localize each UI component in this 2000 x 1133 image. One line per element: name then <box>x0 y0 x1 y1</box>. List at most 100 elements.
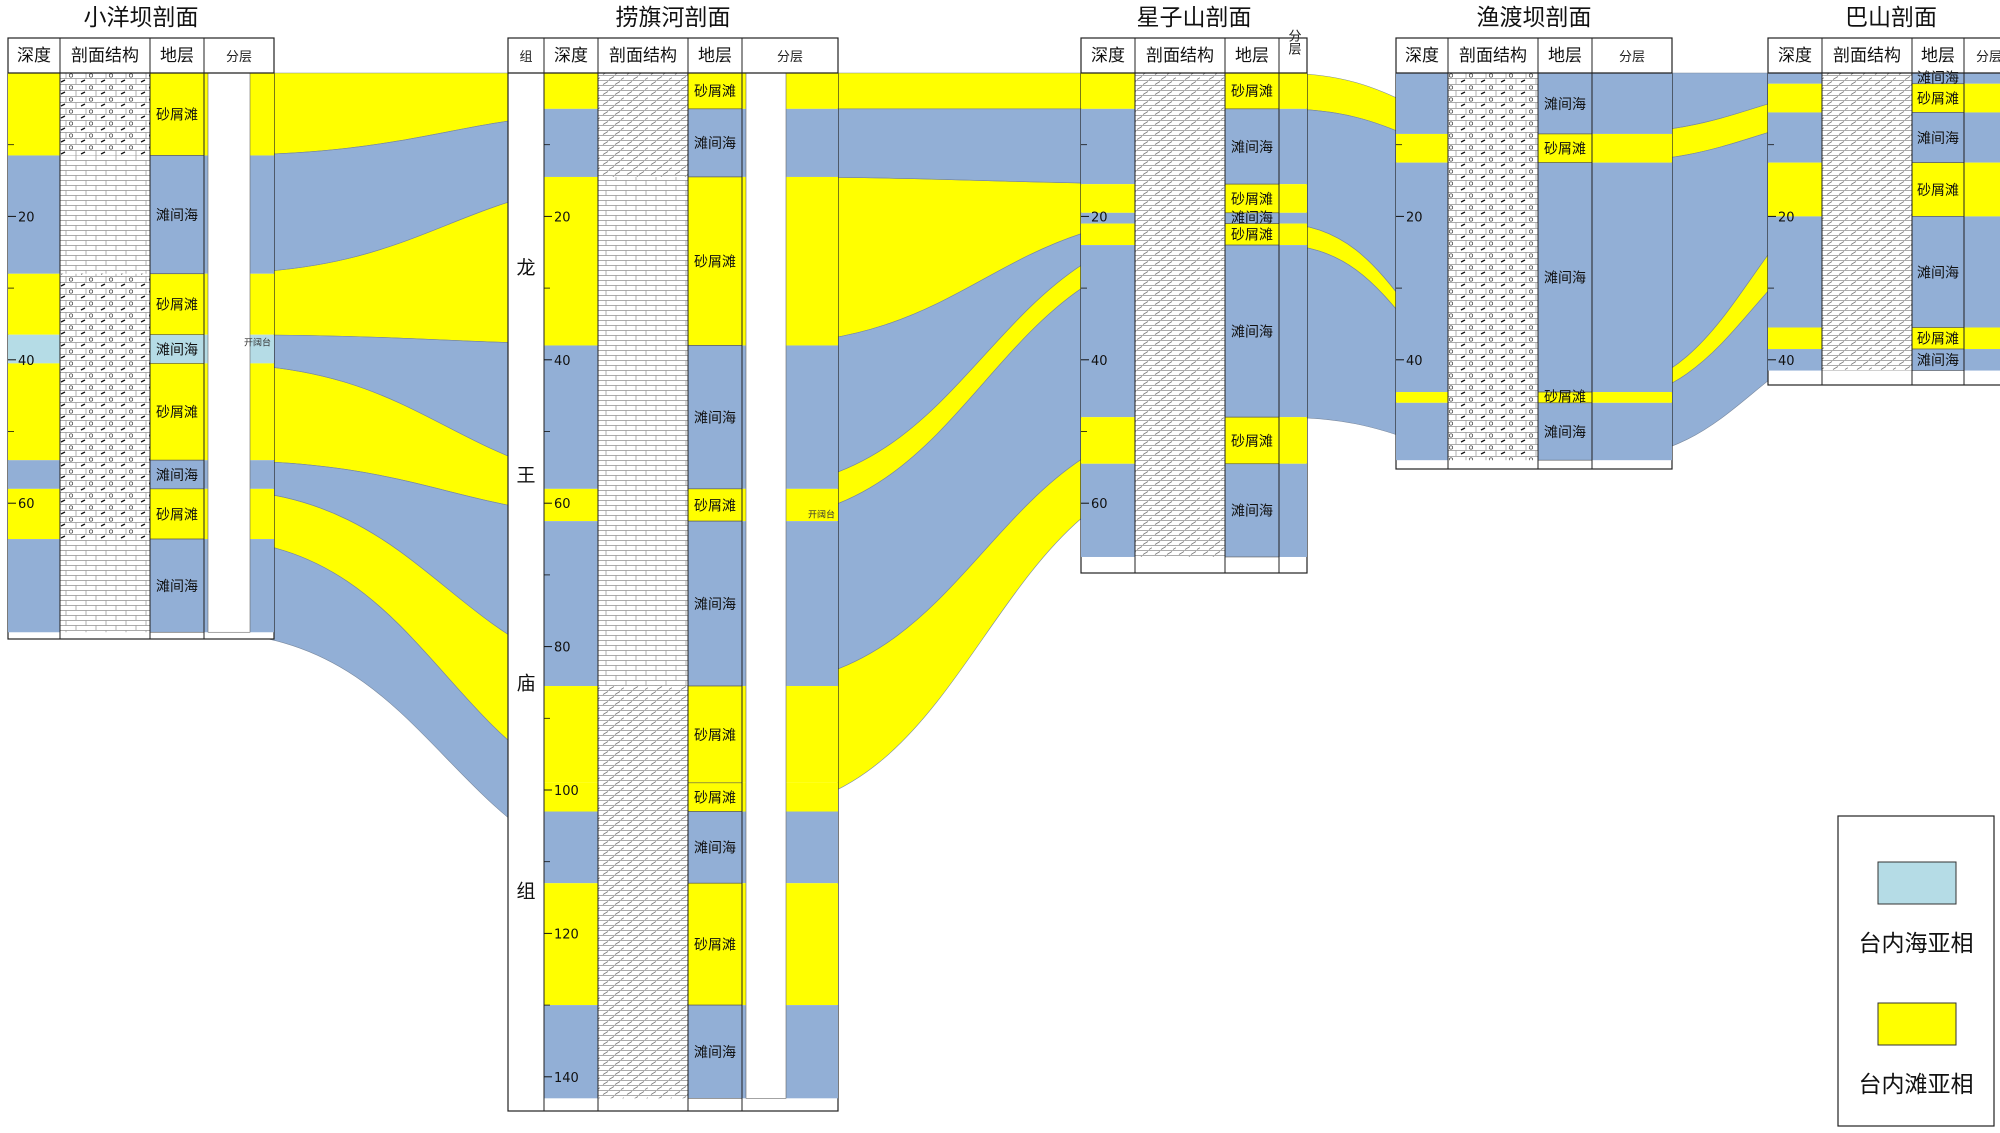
layer-zone-sea <box>1279 463 1307 557</box>
layer-zone-sea <box>1279 245 1307 418</box>
zone-label: 砂屑滩 <box>1231 192 1273 208</box>
lithology-block <box>598 176 688 687</box>
depth-zone-sea <box>1768 349 1822 371</box>
zone-label: 砂屑滩 <box>1231 434 1273 450</box>
header-depth: 深度 <box>1778 46 1812 66</box>
depth-zone-sea <box>544 1005 598 1099</box>
layer-zone-sea <box>1592 402 1672 461</box>
header-depth: 深度 <box>1405 46 1439 66</box>
layer-zone-bank <box>1964 327 2000 350</box>
layer-zone-sea <box>1964 73 2000 84</box>
layer-zone-bank <box>1964 83 2000 113</box>
zone-label: 砂屑滩 <box>694 790 736 806</box>
header-strata: 地层 <box>1548 46 1582 66</box>
header-layer: 分层 <box>1286 29 1302 56</box>
layer-zone-bank <box>1279 184 1307 213</box>
depth-zone-sea <box>544 345 598 489</box>
zone-label: 滩间海 <box>156 579 198 595</box>
zone-label: 砂屑滩 <box>694 255 736 271</box>
depth-tick-label: 40 <box>554 354 571 369</box>
header-lith: 剖面结构 <box>1833 46 1901 66</box>
depth-zone-sea <box>1768 73 1822 84</box>
depth-zone-bank <box>1396 392 1448 403</box>
section-title: 星子山剖面 <box>1137 5 1252 31</box>
depth-zone-bank <box>544 782 598 812</box>
zone-label: 滩间海 <box>694 410 736 426</box>
strata-zone-bank <box>1911 83 1965 113</box>
layer-zone-bank <box>1279 417 1307 464</box>
header-lith: 剖面结构 <box>1146 46 1214 66</box>
depth-zone-sea <box>1396 162 1448 393</box>
zone-label: 滩间海 <box>1917 353 1959 369</box>
strata-zone-sea <box>1224 244 1280 418</box>
zone-label: 砂屑滩 <box>694 84 736 100</box>
header-strata: 地层 <box>160 46 194 66</box>
layer-zone-bank <box>1592 392 1672 403</box>
header-layer: 分层 <box>1976 50 2000 65</box>
layer-zone-sea <box>1592 162 1672 393</box>
depth-tick-label: 120 <box>554 927 579 942</box>
depth-zone-sea <box>544 811 598 884</box>
zone-label: 滩间海 <box>1917 265 1959 281</box>
header-lith: 剖面结构 <box>1459 46 1527 66</box>
layer-zone-bank <box>1279 73 1307 109</box>
zone-label: 砂屑滩 <box>1544 390 1586 406</box>
depth-tick-label: 40 <box>18 354 35 369</box>
layer-zone-bank <box>1964 162 2000 217</box>
lithology-block <box>60 488 150 540</box>
strata-zone-bank <box>687 882 743 1006</box>
layer-zone-bank <box>1592 133 1672 163</box>
header-lith: 剖面结构 <box>71 46 139 66</box>
zone-label: 砂屑滩 <box>1231 228 1273 244</box>
depth-tick-label: 20 <box>1778 210 1795 225</box>
strata-zone-sea <box>1537 402 1593 461</box>
zone-label: 滩间海 <box>1917 71 1959 87</box>
zone-label: 滩间海 <box>1231 504 1273 520</box>
zone-label: 滩间海 <box>156 468 198 484</box>
lithology-block <box>598 686 688 1099</box>
depth-zone-sea <box>8 539 60 633</box>
depth-zone-sea <box>1396 73 1448 134</box>
strata-zone-bank <box>149 363 205 461</box>
depth-zone-bank <box>544 883 598 1006</box>
strata-zone-sea <box>687 811 743 884</box>
header-strata: 地层 <box>1235 46 1269 66</box>
zone-label: 砂屑滩 <box>156 298 198 314</box>
depth-zone-bank <box>1081 223 1135 246</box>
zone-label: 砂屑滩 <box>694 937 736 953</box>
depth-tick-label: 20 <box>18 210 35 225</box>
strata-zone-sea <box>1537 162 1593 393</box>
section-title: 捞旗河剖面 <box>616 5 731 31</box>
layer-zone-sea <box>1964 112 2000 163</box>
section-yuduba: 渔渡坝剖面滩间海砂屑滩滩间海砂屑滩滩间海深度剖面结构地层分层2040 <box>1395 5 1673 470</box>
strata-zone-bank <box>1911 162 1965 217</box>
depth-zone-bank <box>1081 73 1135 109</box>
zone-label: 滩间海 <box>156 342 198 358</box>
depth-zone-bank <box>1081 417 1135 464</box>
depth-zone-bank <box>1768 162 1822 217</box>
group-char: 庙 <box>516 673 535 695</box>
zone-label: 滩间海 <box>694 1045 736 1061</box>
zone-label: 砂屑滩 <box>1917 91 1959 107</box>
lithology-block <box>60 539 150 633</box>
section-columns: 小洋坝剖面砂屑滩滩间海砂屑滩滩间海砂屑滩滩间海砂屑滩滩间海深度剖面结构地层分层2… <box>7 5 2000 1112</box>
lithology-block <box>598 73 688 177</box>
zone-label: 砂屑滩 <box>156 405 198 421</box>
zone-label: 滩间海 <box>694 841 736 857</box>
section-xiaoyangba: 小洋坝剖面砂屑滩滩间海砂屑滩滩间海砂屑滩滩间海砂屑滩滩间海深度剖面结构地层分层2… <box>7 5 275 640</box>
legend-swatch-bank <box>1877 1002 1957 1046</box>
depth-zone-bank <box>1768 83 1822 113</box>
depth-zone-bank <box>1768 327 1822 350</box>
strata-zone-sea <box>1911 216 1965 328</box>
zone-label: 滩间海 <box>1544 425 1586 441</box>
layer-note: 开阔台 <box>244 336 271 348</box>
header-depth: 深度 <box>1091 46 1125 66</box>
zone-label: 滩间海 <box>694 597 736 613</box>
depth-zone-bank <box>544 73 598 109</box>
depth-zone-sea <box>544 521 598 687</box>
header-depth: 深度 <box>17 46 51 66</box>
layer-zone-sea <box>1279 108 1307 185</box>
depth-tick-label: 60 <box>1091 497 1108 512</box>
